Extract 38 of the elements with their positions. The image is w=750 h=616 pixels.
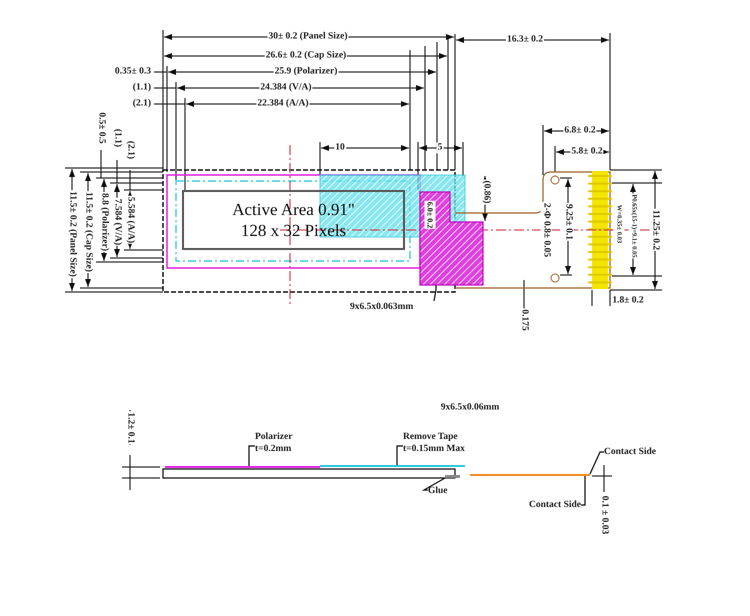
dimension-label: 11.25± 0.2 xyxy=(650,208,660,252)
dimension-label: 6.0± 0.2 xyxy=(424,200,436,230)
leader-line xyxy=(396,445,403,465)
callout-text: 9x6.5x0.063mm xyxy=(350,301,434,313)
dimension-label: 11.5± 0.2 (Panel Size) xyxy=(66,190,78,278)
callout-text: Polarizer t=0.2mm xyxy=(255,431,303,455)
dimension-label: 9.25± 0.1 xyxy=(562,202,574,242)
callout-text: Contact Side xyxy=(519,499,581,511)
tape-block xyxy=(419,191,484,286)
callout-text: Remove Tape t=0.15mm Max xyxy=(403,431,475,455)
dimension-label: 11.5± 0.2 (Cap Size) xyxy=(82,191,94,273)
dimension-label: 25.9 (Polarizer) xyxy=(274,66,338,78)
leader-line xyxy=(581,476,586,506)
dimension-label: (0.86) xyxy=(480,180,492,204)
callout-text: Glue xyxy=(428,485,452,497)
leader-line xyxy=(589,451,604,474)
glue-layer xyxy=(445,475,460,478)
active-area-text: Active Area 0.91" xyxy=(232,199,355,220)
dimension-label: 24.384 (V/A) xyxy=(259,82,313,94)
dimension-label: (1.1) xyxy=(132,82,152,94)
dimension-label: 5 xyxy=(436,142,444,154)
callout-text: Contact Side xyxy=(604,446,666,458)
dimension-label: 8.8 (Polarizer) xyxy=(98,192,110,252)
dimension-label: (2.1) xyxy=(124,140,136,160)
active-area-box xyxy=(182,190,405,250)
dimension-label: 30± 0.2 (Panel Size) xyxy=(267,32,349,42)
leader-line xyxy=(422,477,446,491)
dimension-label: 9x6.5x0.06mm xyxy=(440,402,500,414)
dimension-label: 7.584 (V/A) xyxy=(112,198,122,246)
dimension-label: 5.8± 0.2 xyxy=(570,146,604,158)
dimension-label: 22.384 (A/A) xyxy=(256,98,310,110)
dimension-label: (1.1) xyxy=(112,128,122,148)
dimension-label: 2-Φ 0.8± 0.05 xyxy=(540,202,552,258)
leader-line xyxy=(433,285,437,302)
dimension-label: 5.584 (A/A) xyxy=(124,196,136,244)
leader-line xyxy=(248,445,255,466)
dimension-label: (2.1) xyxy=(132,98,152,110)
dimension-label: 26.6± 0.2 (Cap Size) xyxy=(264,50,348,62)
